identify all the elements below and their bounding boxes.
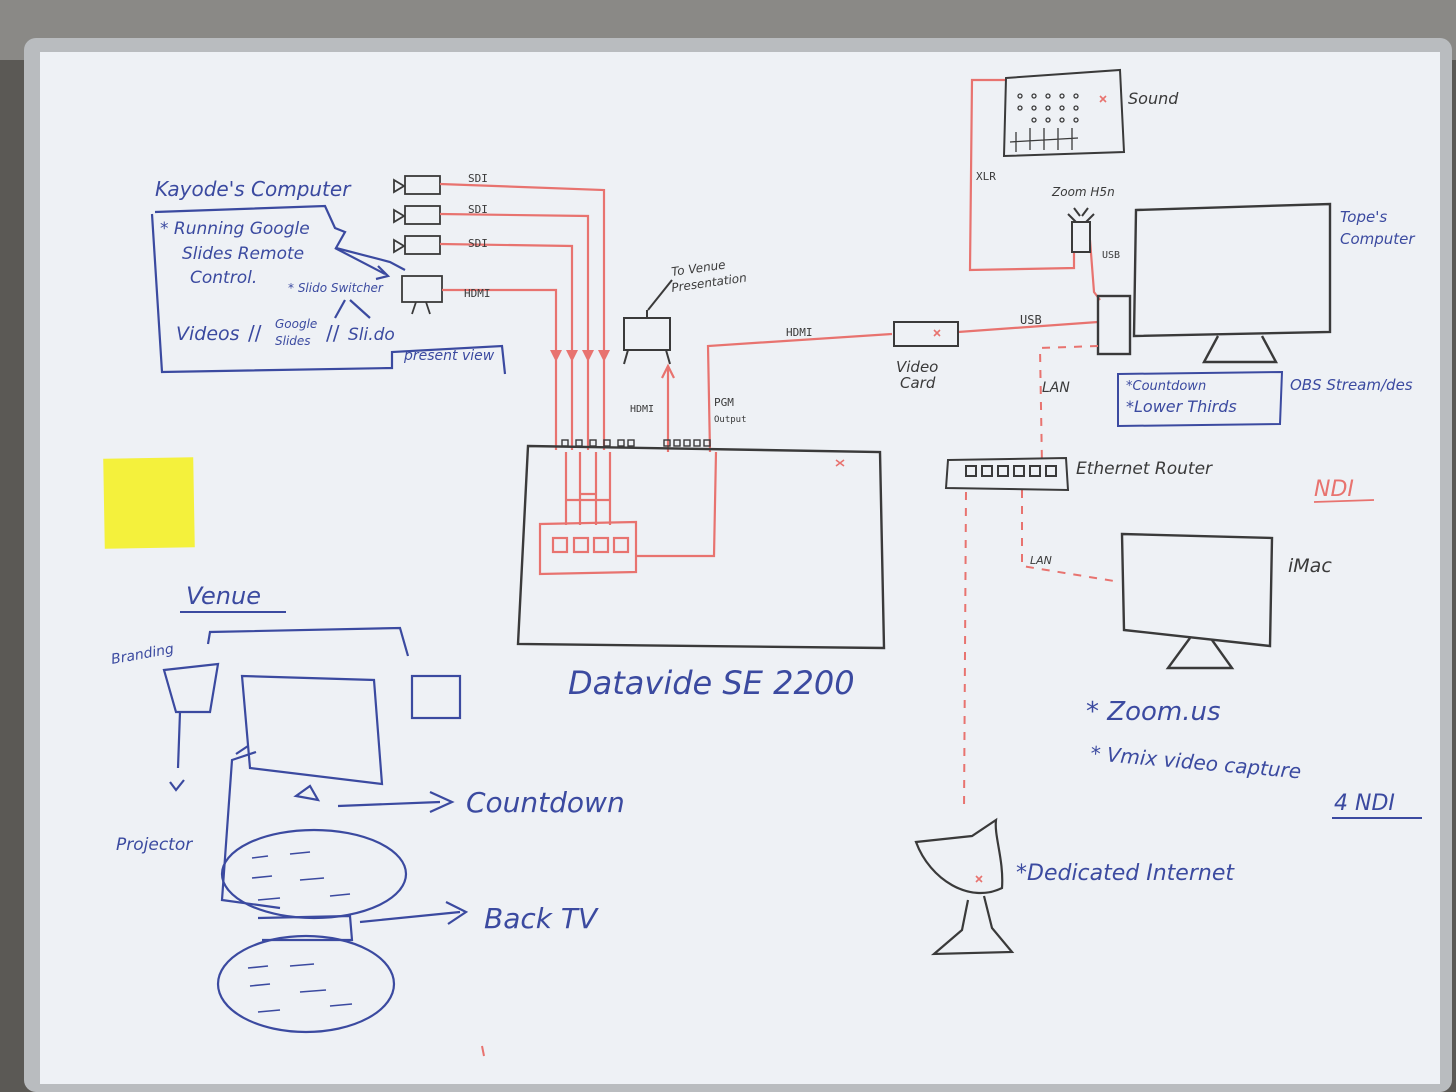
video-card-label-2: Card xyxy=(900,374,936,392)
sdi-label-3: SDI xyxy=(468,237,488,250)
output-label: Output xyxy=(714,415,747,425)
obs-lower-thirds: *Lower Thirds xyxy=(1126,397,1237,416)
sdi-label-1: SDI xyxy=(468,172,488,185)
xlr-line xyxy=(968,78,1076,272)
slido-label: Sli.do xyxy=(348,325,395,345)
imac-monitor xyxy=(1120,532,1274,648)
google-slides-label-1: Google xyxy=(275,317,317,331)
lan-label-1: LAN xyxy=(1042,380,1070,396)
video-card-box xyxy=(893,321,959,347)
sdi-line-3 xyxy=(439,242,574,350)
video-card-label-1: Video xyxy=(896,358,938,376)
seating-front xyxy=(220,828,408,920)
multiview-box xyxy=(538,520,638,576)
kayode-line3: Control. xyxy=(190,268,257,288)
pgm-output-line xyxy=(636,332,893,558)
back-tv-arrow xyxy=(359,901,469,925)
seating-back xyxy=(216,934,396,1034)
usb-label-card: USB xyxy=(1020,313,1042,327)
videos-label: Videos xyxy=(176,323,240,345)
kayode-line2: Slides Remote xyxy=(182,244,304,264)
sticky-note xyxy=(103,457,195,549)
tope-label-1: Tope's xyxy=(1340,208,1387,226)
tope-monitor xyxy=(1132,202,1332,338)
countdown-label: Countdown xyxy=(466,786,625,819)
tope-label-2: Computer xyxy=(1340,230,1415,248)
sdi-line-1 xyxy=(439,182,606,350)
router-label: Ethernet Router xyxy=(1076,459,1213,479)
slido-switcher: * Slido Switcher xyxy=(288,281,384,295)
ndi-label: NDI xyxy=(1314,477,1354,502)
note-zoom: * Zoom.us xyxy=(1086,697,1221,727)
zoom-recorder-icon xyxy=(1067,207,1095,253)
obs-label: OBS Stream/des xyxy=(1290,376,1413,394)
kayode-box xyxy=(150,204,507,375)
hdmi-label-projector: HDMI xyxy=(630,404,654,415)
xlr-label: XLR xyxy=(976,170,996,183)
sound-label: Sound xyxy=(1128,89,1179,108)
lan-label-2: LAN xyxy=(1030,554,1052,567)
lan-line-1 xyxy=(1038,345,1099,467)
sound-mixer-icon xyxy=(1002,68,1126,158)
note-vmix-ndi: 4 NDI xyxy=(1334,791,1395,816)
zoom-label: Zoom H5n xyxy=(1051,185,1115,199)
tope-tower xyxy=(1096,294,1132,356)
kayode-line1: * Running Google xyxy=(160,219,310,239)
projector-screen-icon xyxy=(623,310,671,365)
obs-box xyxy=(1117,370,1284,428)
hdmi-label-card: HDMI xyxy=(786,326,813,339)
sdi-line-2 xyxy=(439,212,590,350)
kayode-title: Kayode's Computer xyxy=(155,177,352,201)
kayode-arrow-icon xyxy=(375,265,391,281)
countdown-arrow xyxy=(337,790,455,814)
sdi-label-2: SDI xyxy=(468,203,488,216)
router-box xyxy=(944,456,1070,492)
google-slides-label-2: Slides xyxy=(275,334,311,348)
note-internet: *Dedicated Internet xyxy=(1016,861,1235,886)
obs-countdown: *Countdown xyxy=(1126,379,1206,394)
present-view-label: present view xyxy=(403,348,495,364)
satellite-dish-icon xyxy=(914,817,1015,956)
branding-banner xyxy=(162,662,220,714)
venue-screen xyxy=(240,674,384,786)
board-surface xyxy=(40,52,1440,1084)
hdmi-line-in xyxy=(442,288,558,350)
internet-line xyxy=(963,491,967,813)
usb-label-zoom: USB xyxy=(1102,250,1120,261)
imac-label: iMac xyxy=(1288,555,1332,577)
usb-to-tope-line xyxy=(957,320,1099,334)
projector-label: Projector xyxy=(116,835,193,855)
venue-side-screen xyxy=(410,674,462,720)
svg-text://: // xyxy=(326,321,340,345)
switcher-label: Datavide SE 2200 xyxy=(568,664,855,702)
switcher-box xyxy=(516,444,886,650)
svg-text://: // xyxy=(248,321,262,345)
hdmi-label-in: HDMI xyxy=(464,287,491,300)
back-tv-label: Back TV xyxy=(484,902,599,935)
venue-title: Venue xyxy=(186,582,261,610)
pgm-label: PGM xyxy=(714,396,734,409)
